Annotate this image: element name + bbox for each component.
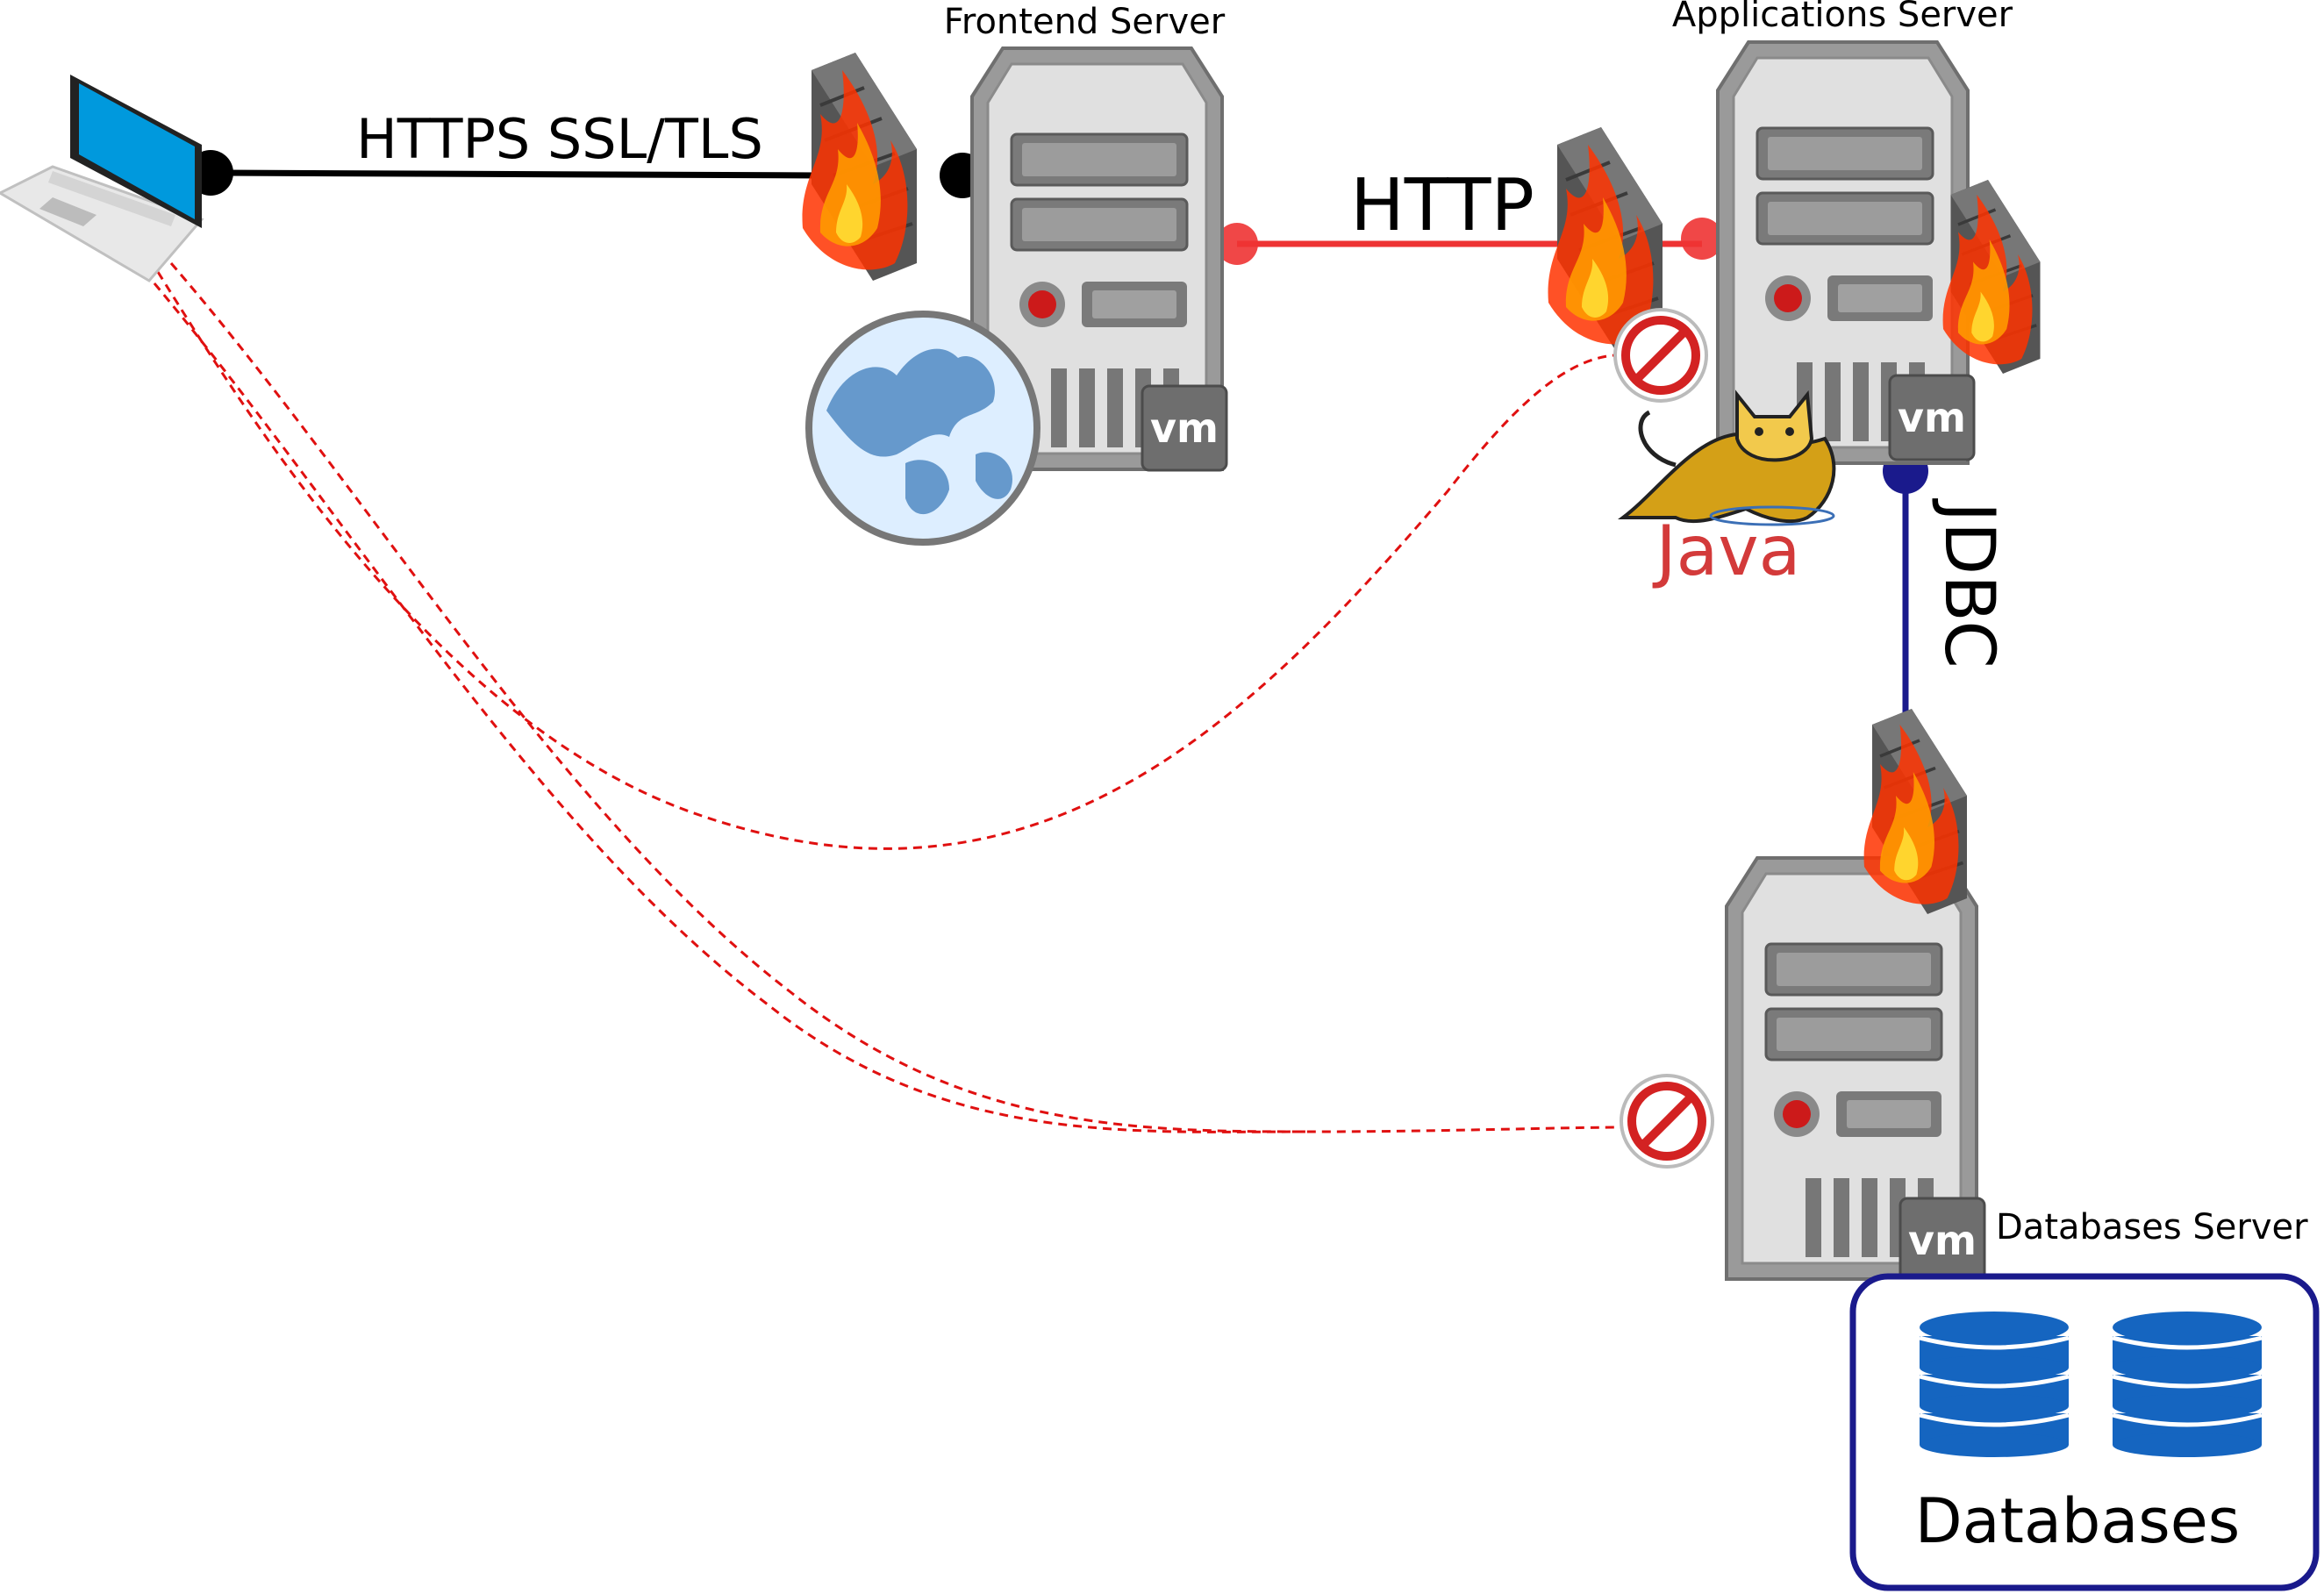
vm-badge-text: vm xyxy=(1150,404,1219,452)
vm-badge-text: vm xyxy=(1908,1217,1977,1264)
blocked-icon xyxy=(1615,310,1706,401)
databases-label: Databases xyxy=(1915,1485,2240,1557)
globe-icon xyxy=(805,311,1040,546)
blocked-path-to-db-server xyxy=(169,262,1624,1133)
applications-server-label: Applications Server xyxy=(1672,0,2013,35)
firewall-icon xyxy=(1941,178,2042,375)
vmware-icon: vm xyxy=(1141,384,1228,472)
blocked-icon xyxy=(1621,1076,1713,1167)
https-connection-line xyxy=(210,169,821,179)
frontend-right-connector xyxy=(1216,223,1258,265)
app-left-connector xyxy=(1681,218,1723,260)
vm-badge-text: vm xyxy=(1898,394,1966,441)
laptop-icon xyxy=(0,75,204,282)
blocked-path-to-app-server xyxy=(156,271,1615,850)
https-label: HTTPS SSL/TLS xyxy=(356,107,763,171)
database-icon xyxy=(1920,1312,2069,1457)
vmware-icon: vm xyxy=(1899,1197,1986,1284)
http-label: HTTP xyxy=(1350,164,1534,247)
database-icon xyxy=(2113,1312,2262,1457)
java-logo: Java xyxy=(1652,512,1801,591)
databases-server-label: Databases Server xyxy=(1996,1207,2308,1247)
tomcat-icon xyxy=(1618,390,1836,526)
firewall-icon xyxy=(1862,707,1969,916)
frontend-server-label: Frontend Server xyxy=(944,2,1226,42)
jdbc-label: JDBC xyxy=(1929,497,2008,668)
firewall-icon xyxy=(800,51,919,282)
blocked-path-to-db-server-2 xyxy=(143,271,1308,1133)
vmware-icon: vm xyxy=(1888,374,1976,461)
